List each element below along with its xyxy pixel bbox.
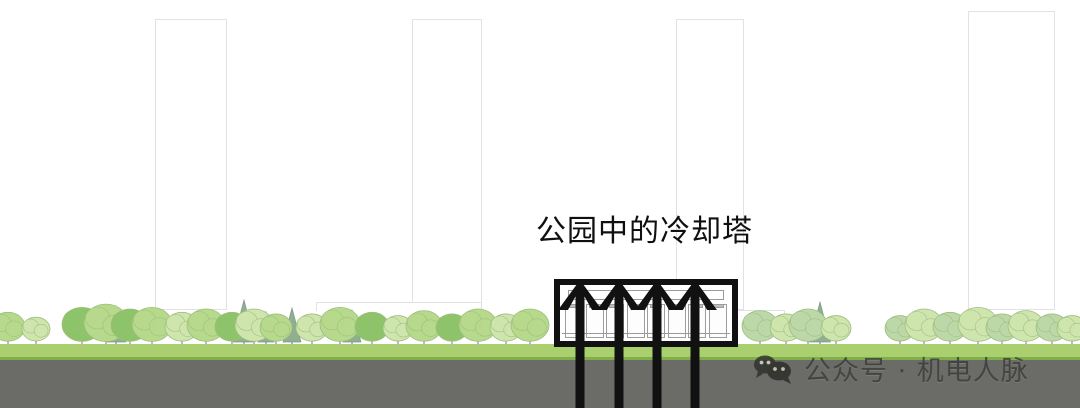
deciduous-tree (788, 308, 828, 346)
deciduous-tree (405, 310, 443, 346)
building-2 (412, 19, 482, 310)
cooling-tower-cell-cap (588, 304, 601, 308)
deciduous-tree (186, 308, 226, 346)
deciduous-tree (1056, 315, 1080, 346)
watermark-text: 公众号 · 机电人脉 (804, 356, 1029, 387)
podium-right (735, 310, 785, 322)
cooling-tower (554, 279, 738, 347)
deciduous-tree (234, 308, 274, 346)
podium-left (316, 302, 482, 311)
cooling-tower-cell-cap (711, 304, 724, 308)
cooling-tower-cell-cap (568, 304, 580, 308)
cooling-tower-base-line (562, 333, 730, 334)
cooling-tower-cell-cap (609, 304, 622, 308)
conifer-tree (282, 306, 302, 346)
deciduous-tree (904, 308, 944, 346)
deciduous-tree (259, 313, 293, 346)
deciduous-tree (435, 313, 469, 346)
grass-edge-line (0, 357, 1080, 360)
building-4 (968, 11, 1055, 310)
deciduous-tree (319, 306, 361, 346)
deciduous-tree (164, 311, 200, 346)
conifer-tree (232, 298, 256, 346)
ground-section (0, 360, 1080, 408)
wechat-icon (754, 355, 791, 384)
cooling-tower-cell-cap (650, 304, 663, 308)
deciduous-tree (1035, 313, 1069, 346)
deciduous-tree (884, 315, 916, 346)
building-1 (155, 19, 227, 310)
conifer-tree (105, 304, 127, 346)
deciduous-tree (21, 316, 51, 346)
deciduous-tree (932, 311, 968, 346)
deciduous-tree (0, 311, 26, 346)
deciduous-tree (110, 308, 150, 346)
deciduous-tree (382, 315, 414, 346)
deciduous-tree (985, 313, 1019, 346)
deciduous-tree (957, 306, 999, 346)
deciduous-tree (820, 315, 852, 346)
deciduous-tree (131, 306, 173, 346)
conifer-tree (257, 310, 275, 346)
deciduous-tree (489, 313, 523, 346)
deciduous-tree (510, 308, 550, 346)
watermark: 公众号 · 机电人脉 (752, 349, 1029, 388)
deciduous-tree (458, 308, 498, 346)
cooling-tower-cell-cap (670, 304, 683, 308)
conifer-tree (809, 300, 831, 346)
deciduous-tree (295, 313, 329, 346)
page-title: 公园中的冷却塔 (536, 214, 753, 249)
deciduous-tree (214, 311, 250, 346)
deciduous-tree (1007, 310, 1045, 346)
deciduous-tree (61, 306, 103, 346)
deciduous-tree (83, 303, 129, 346)
deciduous-tree (354, 311, 390, 346)
cooling-tower-top-bar (568, 290, 724, 300)
cooling-tower-cell-cap (629, 304, 642, 308)
grass-band (0, 344, 1080, 357)
conifer-tree (342, 308, 362, 346)
cooling-tower-cell-cap (691, 304, 704, 308)
building-3 (676, 19, 744, 310)
